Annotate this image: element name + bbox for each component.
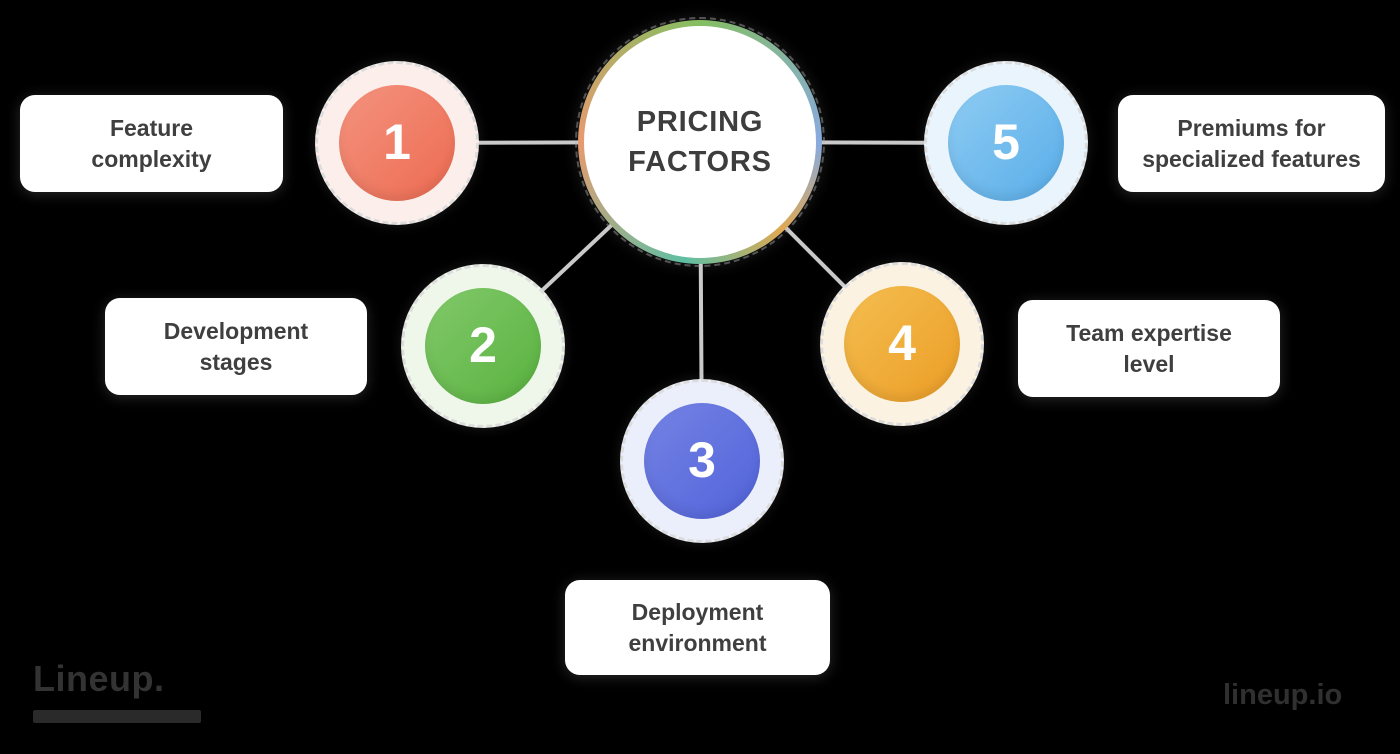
factor-number-1: 1 [383,114,411,170]
factor-circle-1: 1 [315,61,479,225]
factor-bubble-3: 3 [644,403,760,519]
center-hub-circle: PRICING FACTORS [575,17,825,267]
factor-number-2: 2 [469,317,497,373]
label-text: complexity [91,145,212,172]
label-text: Team expertise [1066,319,1232,346]
factor-bubble-1: 1 [339,85,455,201]
label-text: stages [199,348,273,375]
factor-bubble-5: 5 [948,85,1064,201]
watermark-logo-left: Lineup. [33,658,165,699]
label-text: Premiums for [1177,114,1326,141]
label-card-deployment-environment: Deployment environment [565,580,830,675]
label-card-development-stages: Development stages [105,298,367,395]
factor-number-4: 4 [888,315,916,371]
watermark-logo-right: lineup.io [1223,679,1343,711]
factor-bubble-2: 2 [425,288,541,404]
label-text: specialized features [1142,145,1361,172]
factor-circle-3: 3 [620,379,784,543]
label-text: Development [163,317,309,344]
diagram-title-line1: PRICING [636,106,764,138]
factor-circle-5: 5 [924,61,1088,225]
factor-number-5: 5 [992,114,1020,170]
factor-circle-2: 2 [401,264,565,428]
label-card-team-expertise-level: Team expertise level [1018,300,1280,397]
watermark-tagline-bar [33,710,201,723]
label-text: environment [628,629,767,656]
diagram-title-line2: FACTORS [628,146,772,178]
label-text: Deployment [631,598,764,625]
factor-circle-4: 4 [820,262,984,426]
center-hub-inner: PRICING FACTORS [584,26,816,258]
factor-bubble-4: 4 [844,286,960,402]
label-text: level [1123,350,1175,377]
label-card-premiums-specialized-features: Premiums for specialized features [1118,95,1385,192]
label-card-feature-complexity: Feature complexity [20,95,283,192]
factor-number-3: 3 [688,432,716,488]
label-text: Feature [109,114,194,141]
